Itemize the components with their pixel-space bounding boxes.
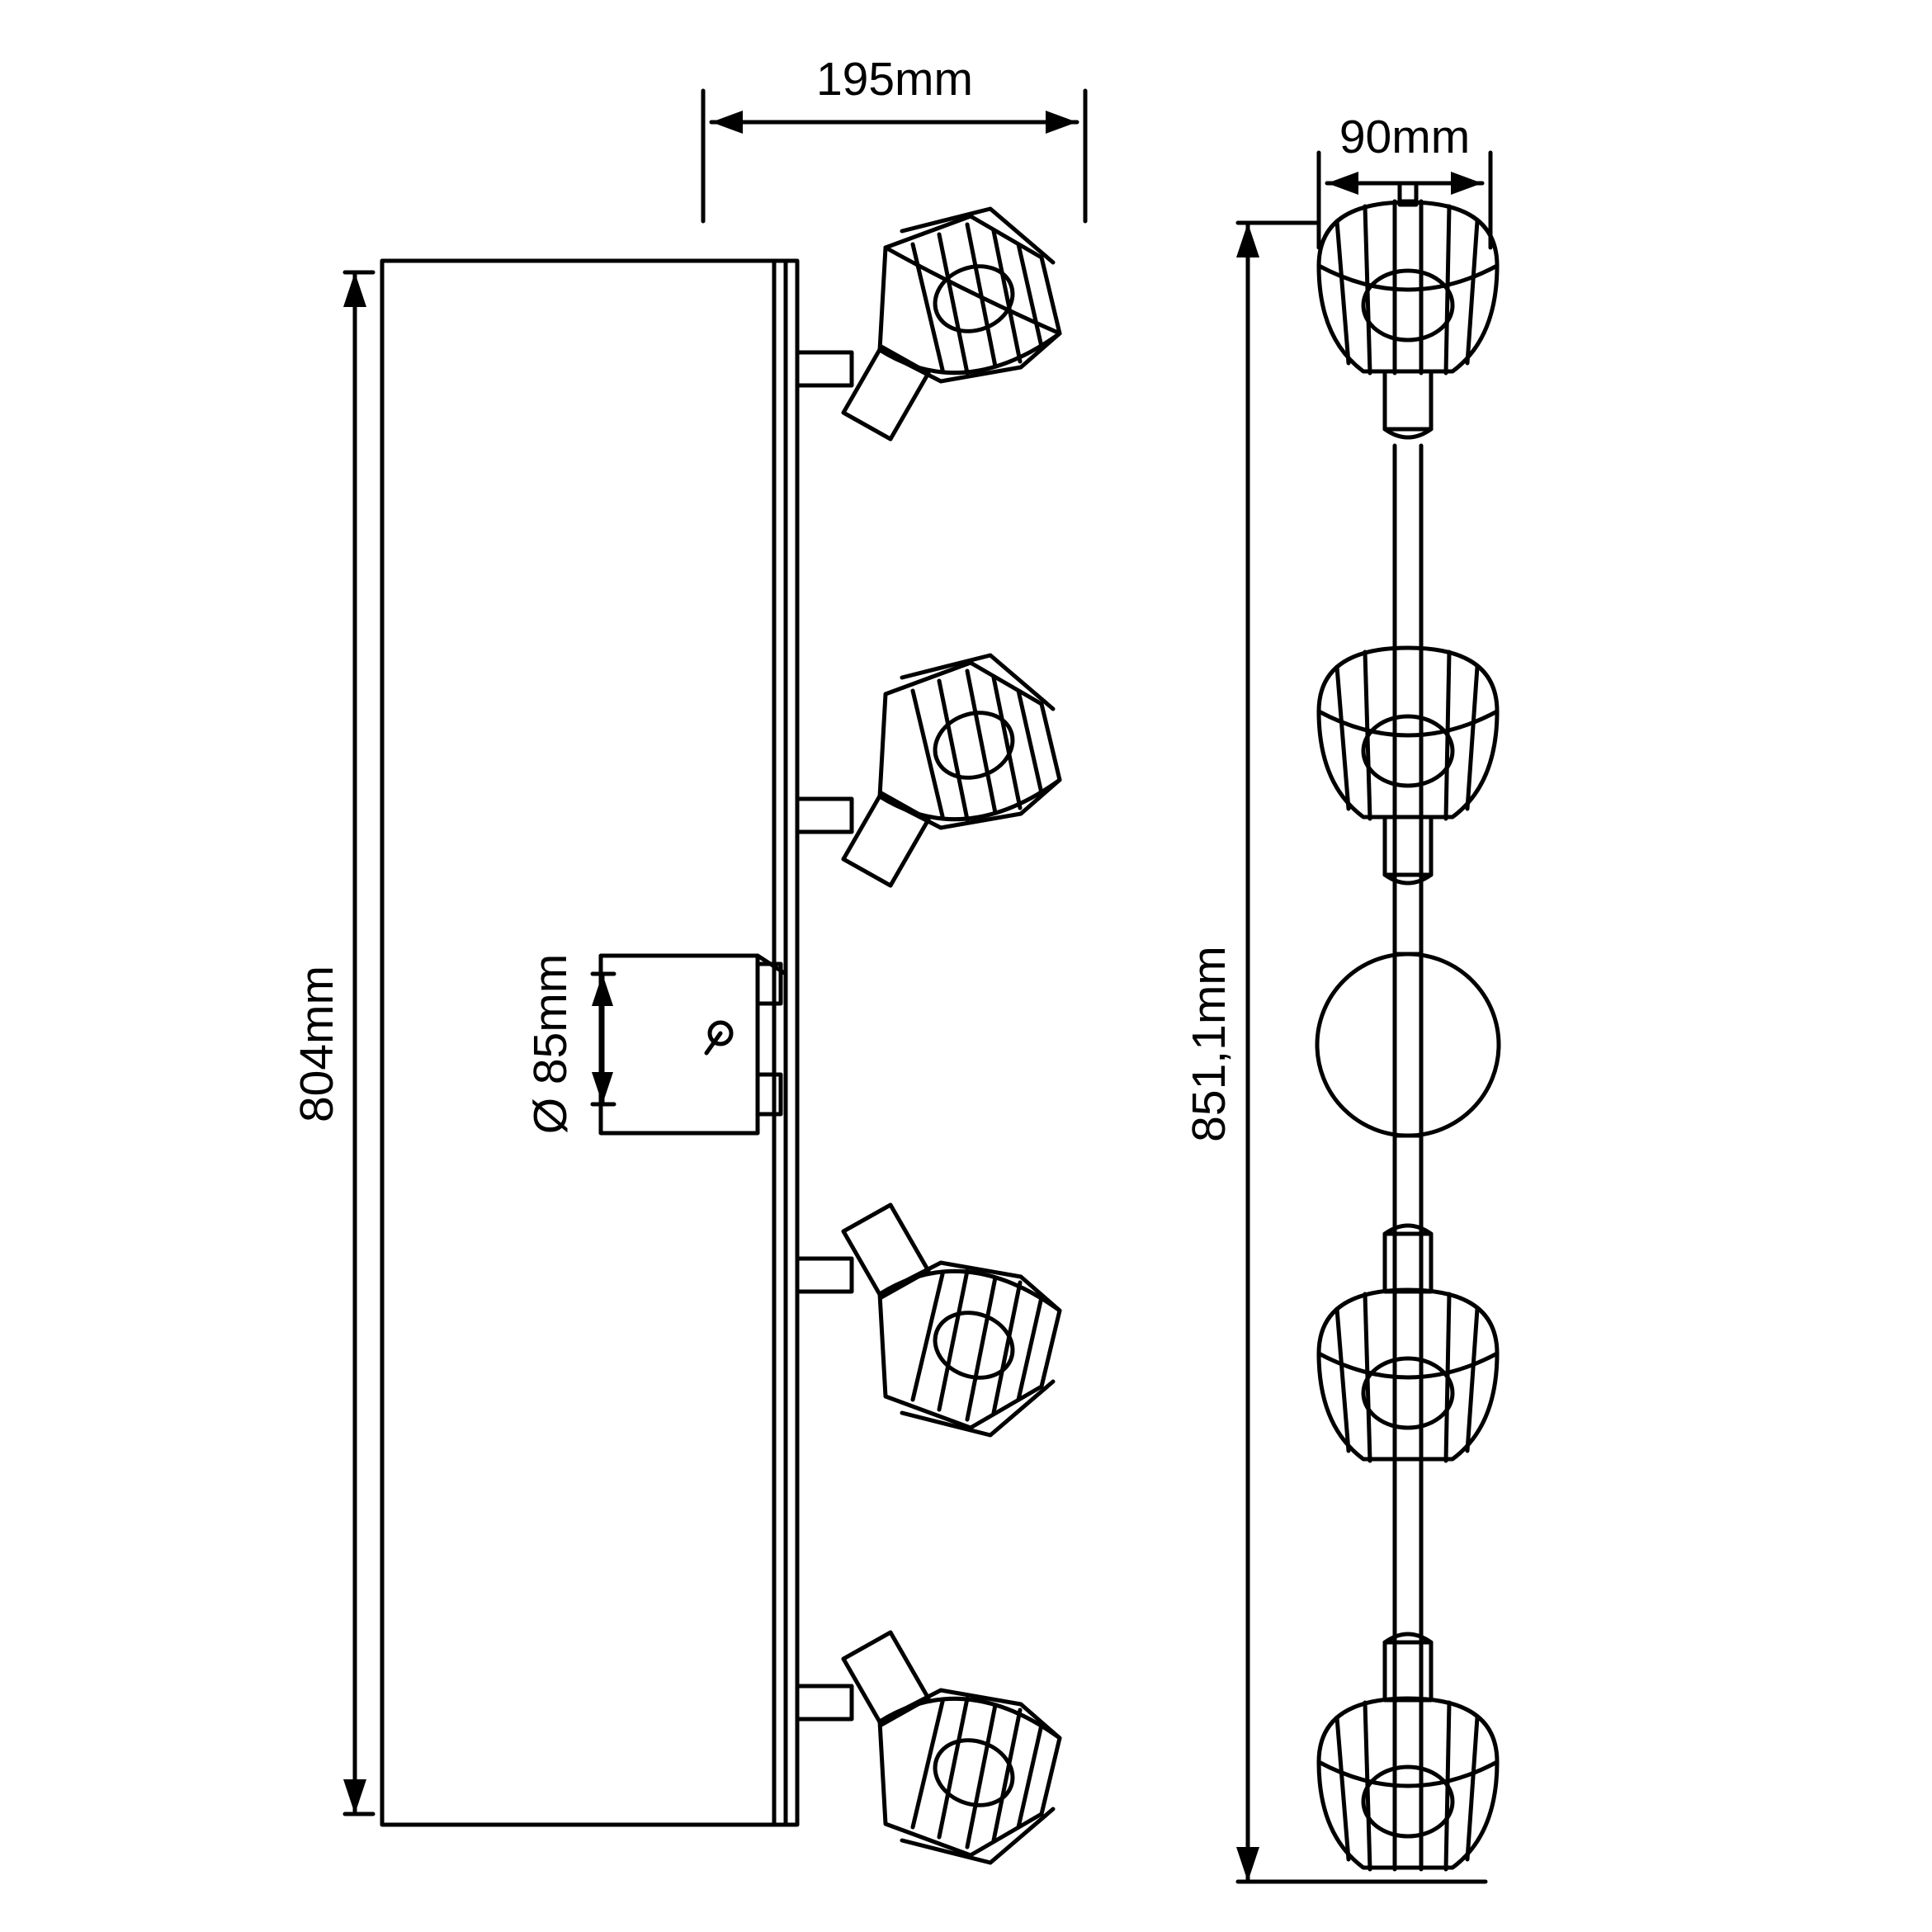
mounting-bar-front	[380, 258, 800, 1827]
spot-head-1-front	[795, 206, 1062, 442]
dimension-label-height-right: 851,1mm	[1183, 946, 1235, 1142]
spot-head-2-front	[795, 653, 1062, 888]
spot-head-3-front	[795, 1202, 1062, 1438]
dimension-diameter-85mm	[590, 971, 616, 1107]
spot-head-3-side	[1316, 1223, 1500, 1463]
dimension-851-1mm	[1235, 220, 1488, 1884]
dimension-label-width-top: 195mm	[816, 53, 973, 106]
dimension-label-height-left: 804mm	[291, 966, 343, 1122]
spot-head-2-side	[1316, 645, 1500, 886]
dimension-195mm	[701, 88, 1088, 224]
dimension-label-diameter: Ø 85mm	[524, 954, 577, 1135]
spot-head-1-side	[1316, 181, 1500, 440]
dimension-label-depth-top-right: 90mm	[1339, 111, 1470, 163]
canopy-box-front	[598, 953, 788, 1136]
spot-head-4-front	[795, 1630, 1062, 1865]
dimension-804mm	[342, 270, 376, 1816]
spot-head-4-side	[1316, 1632, 1500, 1872]
